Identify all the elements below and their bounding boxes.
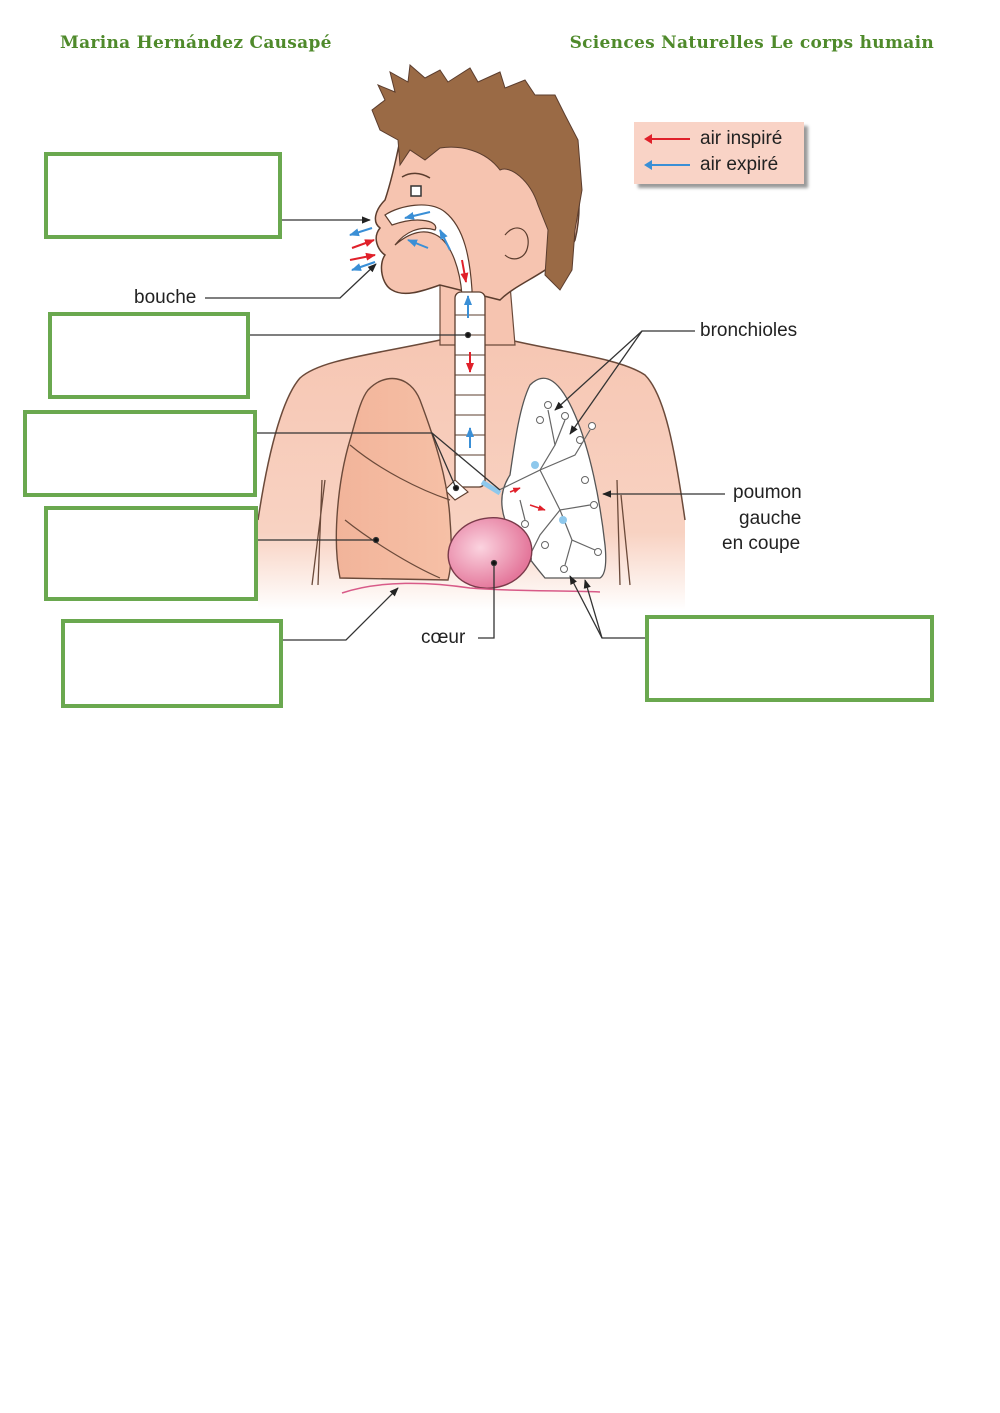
respiratory-system-illustration [205, 64, 725, 641]
legend: air inspiré air expiré [634, 122, 804, 184]
label-bronchioles: bronchioles [700, 320, 798, 341]
label-poumon-line3: en coupe [722, 533, 801, 554]
red-arrow-icon [644, 134, 690, 144]
answer-input-poumon-droit[interactable] [48, 510, 254, 597]
answer-input-nez[interactable] [48, 156, 278, 235]
answer-input-alveoles[interactable] [649, 619, 930, 698]
answer-input-bronches[interactable] [27, 414, 253, 493]
leader-lines [205, 216, 725, 641]
answer-box-bronches[interactable] [23, 410, 257, 497]
answer-box-trachee[interactable] [48, 312, 250, 399]
answer-input-trachee[interactable] [52, 316, 246, 395]
worksheet-subject: Sciences Naturelles Le corps humain [569, 33, 934, 53]
left-lung-section [480, 377, 607, 579]
answer-box-poumon-droit[interactable] [44, 506, 258, 601]
author-name: Marina Hernández Causapé [60, 33, 332, 53]
legend-item-expire: air expiré [644, 152, 778, 178]
diaphragm [341, 582, 601, 594]
label-coeur: cœur [421, 627, 466, 648]
answer-input-diaphragme[interactable] [65, 623, 279, 704]
head [371, 64, 583, 481]
legend-item-inspire: air inspiré [644, 126, 782, 152]
answer-box-alveoles[interactable] [645, 615, 934, 702]
airflow-arrows [349, 211, 474, 448]
heart [447, 517, 533, 589]
answer-box-diaphragme[interactable] [61, 619, 283, 708]
label-bouche: bouche [134, 287, 197, 308]
blue-arrow-icon [644, 160, 690, 170]
label-poumon-line2: gauche [739, 508, 802, 529]
answer-box-nez[interactable] [44, 152, 282, 239]
label-poumon-line1: poumon [733, 482, 802, 503]
